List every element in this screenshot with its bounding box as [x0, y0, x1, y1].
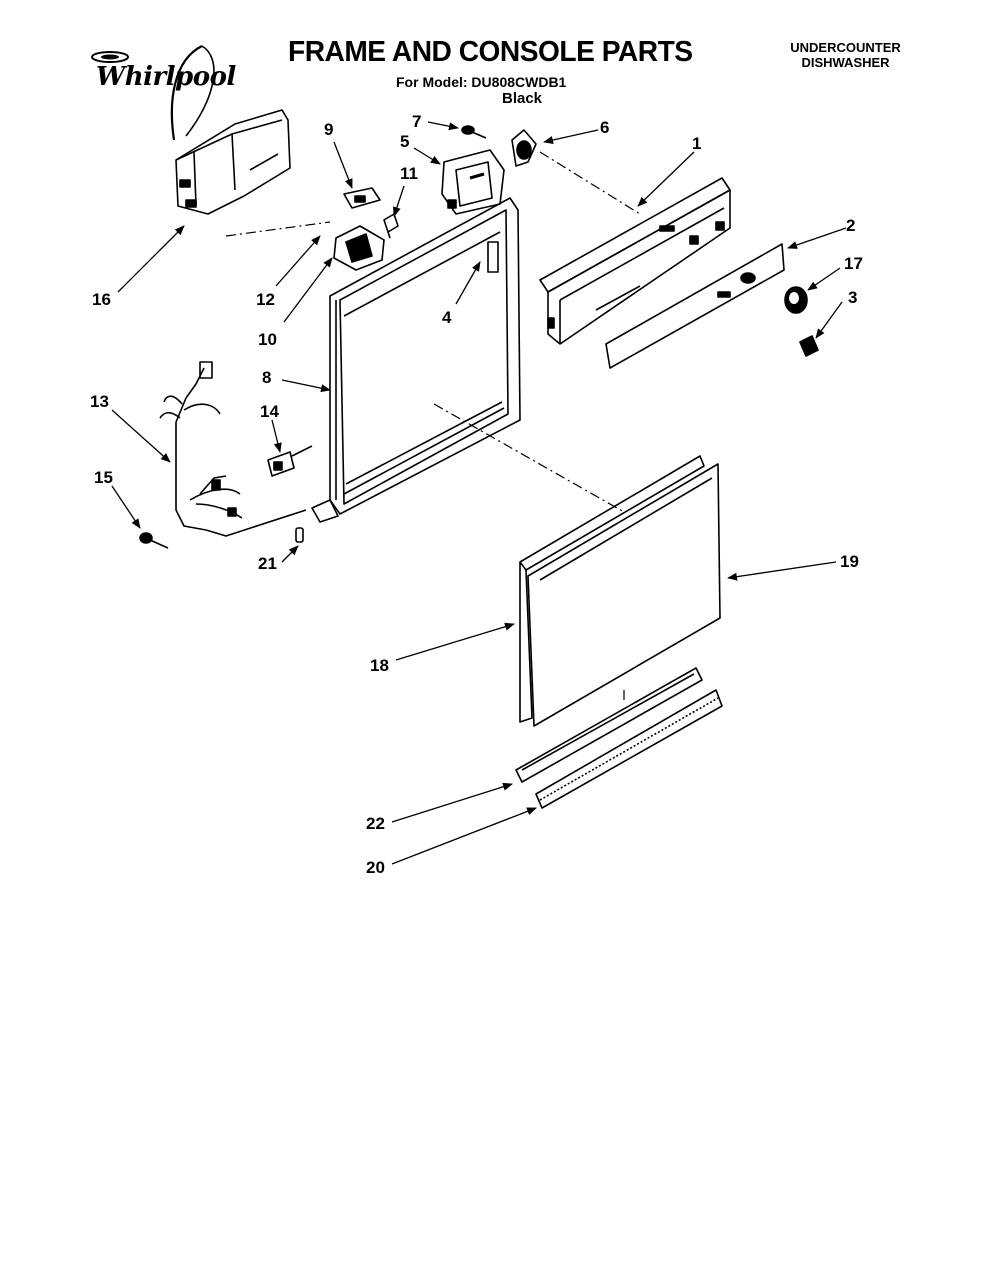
model-number: For Model: DU808CWDB1: [396, 74, 567, 90]
brand-wordmark: Whirlpool: [96, 62, 236, 92]
callout-21: 21: [258, 554, 277, 573]
callout-5: 5: [400, 132, 410, 151]
part-7-screw: [461, 125, 487, 139]
part-11-clip: [383, 213, 399, 239]
callout-16: 16: [92, 290, 111, 309]
callout-15: 15: [94, 468, 113, 487]
callout-3: 3: [848, 288, 858, 307]
part-1-console-rail: [539, 177, 731, 345]
part-5-module: [441, 149, 505, 215]
logo-swirl-icon: [91, 45, 215, 141]
part-13-wire-harness: [159, 361, 307, 537]
callout-9: 9: [324, 120, 334, 139]
part-10-bracket: [333, 225, 385, 271]
callout-17: 17: [844, 254, 863, 273]
part-8-door-frame: [311, 197, 521, 523]
callout-1: 1: [692, 134, 702, 153]
callout-2: 2: [846, 216, 856, 235]
part-22-trim-strip: [515, 667, 703, 783]
callout-12: 12: [256, 290, 275, 309]
callout-6: 6: [600, 118, 610, 137]
part-3-clip: [799, 335, 819, 357]
part-14-switch: [267, 445, 313, 477]
part-18-inner-panel: [519, 455, 705, 723]
alignment-lines: [225, 151, 641, 704]
callout-8: 8: [262, 368, 272, 387]
page-title: FRAME AND CONSOLE PARTS: [288, 36, 693, 68]
callout-19: 19: [840, 552, 859, 571]
product-line-2: DISHWASHER: [801, 55, 890, 70]
part-2-control-panel: [605, 243, 785, 369]
callout-11: 11: [400, 164, 418, 183]
part-20-bottom-trim: [535, 689, 723, 809]
product-type: UNDERCOUNTER DISHWASHER: [778, 40, 913, 70]
part-21-pin: [295, 527, 304, 543]
callout-14: 14: [260, 402, 279, 421]
color-variant: Black: [502, 90, 543, 107]
callout-10: 10: [258, 330, 277, 349]
callout-22: 22: [366, 814, 385, 833]
part-6-knob: [511, 129, 537, 167]
product-line-1: UNDERCOUNTER: [790, 40, 901, 55]
leader-lines: [111, 121, 847, 865]
callout-20: 20: [366, 858, 385, 877]
whirlpool-logo: Whirlpool: [82, 40, 242, 150]
part-16-console-housing: [175, 109, 291, 215]
part-17-knob: [784, 286, 808, 314]
callout-18: 18: [370, 656, 389, 675]
part-15-screw: [139, 532, 169, 549]
callout-4: 4: [442, 308, 452, 327]
callout-7: 7: [412, 112, 422, 131]
part-19-outer-panel: [527, 463, 721, 727]
part-9-switch: [343, 187, 381, 209]
callout-13: 13: [90, 392, 109, 411]
